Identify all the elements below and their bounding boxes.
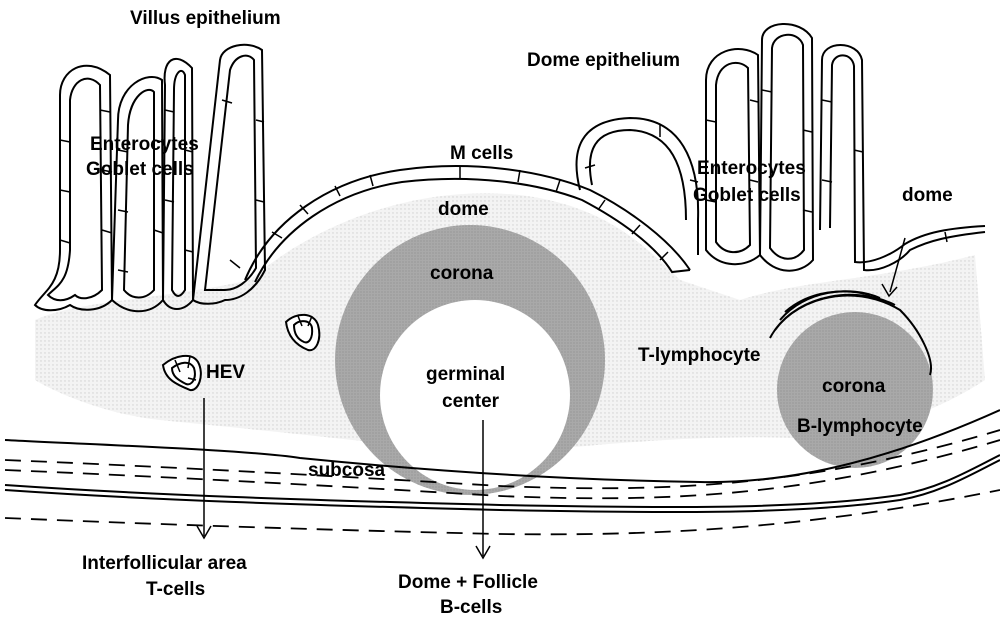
label-enterocytes-right: Enterocytes xyxy=(697,158,806,179)
label-enterocytes-left: Enterocytes xyxy=(90,134,199,155)
label-t-lymphocyte: T-lymphocyte xyxy=(638,345,760,366)
label-villus-epithelium: Villus epithelium xyxy=(130,8,281,29)
label-corona-small: corona xyxy=(822,376,886,397)
label-b-lymphocyte: B-lymphocyte xyxy=(797,416,923,437)
label-corona-main: corona xyxy=(430,263,494,284)
label-goblet-cells-left: Goblet cells xyxy=(86,159,194,180)
label-center: center xyxy=(442,391,500,412)
label-dome-right: dome xyxy=(902,185,953,206)
label-germinal: germinal xyxy=(426,364,505,385)
label-hev: HEV xyxy=(206,362,245,383)
label-b-cells: B-cells xyxy=(440,597,502,618)
label-subcosa: subcosa xyxy=(308,460,386,481)
label-goblet-cells-right: Goblet cells xyxy=(693,185,801,206)
label-t-cells: T-cells xyxy=(146,579,205,600)
label-m-cells: M cells xyxy=(450,143,513,164)
label-interfollicular-area: Interfollicular area xyxy=(82,553,247,574)
label-dome-epithelium: Dome epithelium xyxy=(527,50,680,71)
label-dome: dome xyxy=(438,199,489,220)
label-dome-follicle: Dome + Follicle xyxy=(398,572,538,593)
